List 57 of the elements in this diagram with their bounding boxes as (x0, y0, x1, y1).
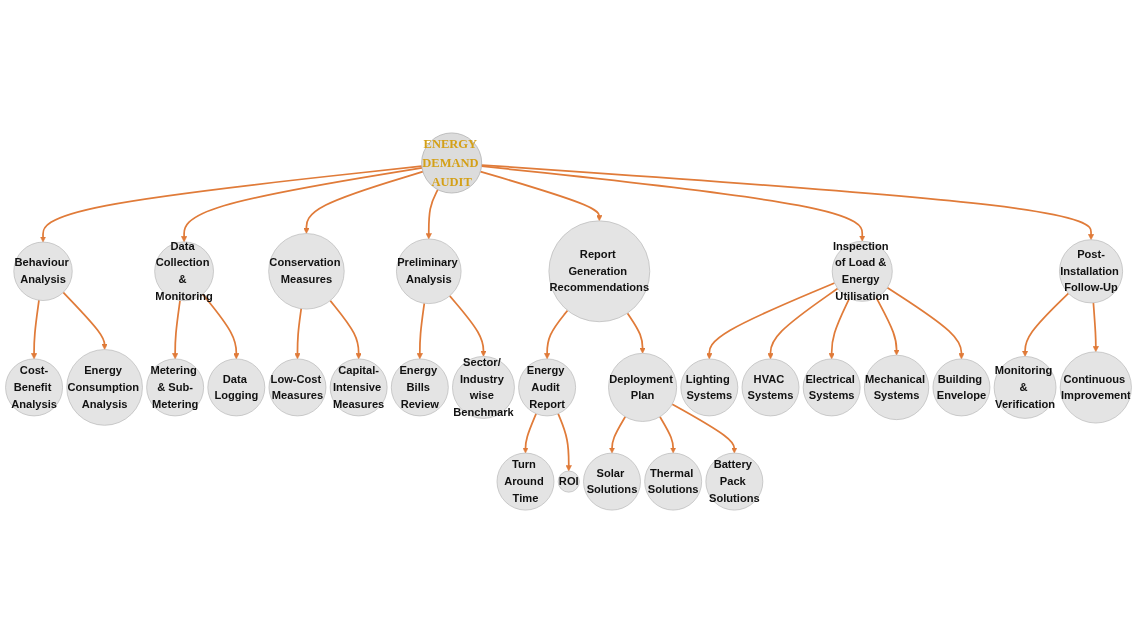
node-circle: Capital-Intensive Measures (329, 358, 388, 417)
arrow (62, 291, 108, 350)
arrow (522, 412, 537, 454)
arrow (557, 412, 572, 472)
arrow (626, 312, 646, 354)
arrow (767, 287, 839, 360)
arrow (671, 403, 738, 454)
node-circle: HVAC Systems (741, 358, 800, 417)
node-circle: Energy Audit Report (518, 358, 576, 417)
arrow (544, 309, 569, 360)
node-circle: Behaviour Analysis (13, 241, 73, 301)
node-circle: Inspection of Load & Energy Utilisation (831, 240, 893, 302)
arrow (479, 170, 603, 222)
arrow (659, 415, 677, 454)
arrow (425, 188, 439, 240)
arrow (329, 299, 362, 360)
node-circle: Energy Bills Review (390, 358, 449, 417)
node-circle: Metering & Sub-Metering (146, 358, 204, 417)
node-circle: Lighting Systems (680, 358, 739, 417)
node-circle: Turn Around Time (496, 452, 555, 511)
node-circle: Low-Cost Measures (268, 358, 327, 417)
node-circle: ENERGY DEMAND AUDIT (421, 132, 483, 194)
node-circle: Battery Pack Solutions (705, 452, 764, 511)
arrow (480, 165, 866, 242)
node-circle: Mechanical Systems (864, 354, 930, 420)
node-circle: Monitoring & Verification (993, 356, 1057, 419)
arrow (480, 164, 1095, 240)
node-circle: Data Logging (207, 358, 266, 417)
node-circle: Deployment Plan (608, 353, 677, 422)
node-circle: Preliminary Analysis (396, 238, 462, 304)
node-circle: Energy Consumption Analysis (66, 349, 143, 426)
node-circle: Thermal Solutions (644, 452, 702, 511)
arrow (39, 165, 423, 243)
node-circle: Building Envelope (932, 358, 991, 417)
node-circle: Solar Solutions (583, 452, 641, 511)
arrow (416, 302, 426, 360)
arrow (886, 286, 965, 360)
arrow (181, 167, 423, 243)
node-circle: Data Collection & Monitoring (154, 241, 214, 302)
arrow (31, 299, 40, 360)
arrow (172, 299, 181, 360)
node-circle: Electrical Systems (802, 358, 861, 417)
node-circle: Sector/ Industry wise Benchmark (452, 356, 515, 419)
node-circle: ROI (557, 470, 580, 493)
node-circle: Cost-Benefit Analysis (5, 358, 63, 417)
arrow (303, 170, 424, 234)
arrow (294, 307, 303, 360)
node-circle: Continuous Improvement (1059, 351, 1132, 424)
node-circle: Post-Installation Follow-Up (1059, 239, 1123, 304)
node-circle: Report Generation Recommendations (548, 220, 651, 323)
node-circle: Conservation Measures (268, 233, 345, 310)
arrow (706, 282, 836, 360)
arrow (608, 415, 627, 454)
arrow (1022, 292, 1070, 357)
arrow (1092, 301, 1099, 353)
arrow (448, 295, 487, 357)
arrow (828, 297, 851, 360)
